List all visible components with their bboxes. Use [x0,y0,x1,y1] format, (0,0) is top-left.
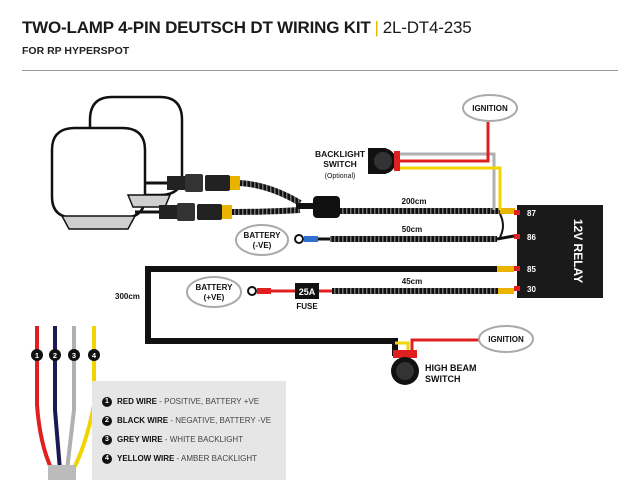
legend-number: 3 [102,435,112,445]
legend-wire-name: GREY WIRE [117,435,163,445]
high-beam-label-2: SWITCH [425,374,461,384]
svg-text:3: 3 [72,351,76,360]
wire-fanout [35,326,96,480]
loom-50cm [330,236,497,242]
svg-text:1: 1 [35,351,39,360]
part-code: 2L-DT4-235 [382,18,472,37]
loom-300cm [145,266,497,356]
battery-neg-label-1: BATTERY [244,231,282,240]
legend-wire-name: RED WIRE [117,397,157,407]
legend-item-black: 2 BLACK WIRE - NEGATIVE, BATTERY -VE [102,416,271,426]
wire-number-3: 3 [68,349,80,361]
lamp-front [50,126,147,230]
backlight-switch-label-2: SWITCH [323,159,357,169]
page-title: TWO-LAMP 4-PIN DEUTSCH DT WIRING KIT|2L-… [22,18,472,38]
length-45cm: 45cm [402,277,422,286]
legend-item-grey: 3 GREY WIRE - WHITE BACKLIGHT [102,435,243,445]
legend-description: - WHITE BACKLIGHT [162,435,244,445]
high-beam-label-1: HIGH BEAM [425,363,477,373]
yellow-highbeam-wire [395,341,410,350]
yellow-backlight-wire [398,166,502,210]
length-50cm: 50cm [402,225,422,234]
length-300cm: 300cm [115,292,140,301]
ignition-bottom-label: IGNITION [488,335,524,344]
wire-number-2: 2 [49,349,61,361]
pin-86-label: 86 [527,233,536,242]
legend-number: 1 [102,397,112,407]
deutsch-connector-upper [145,174,240,192]
battery-pos-label-1: BATTERY [196,283,234,292]
ring-terminal-pos [247,286,257,296]
legend-number: 4 [102,454,112,464]
svg-text:2: 2 [53,351,57,360]
fuse-rating: 25A [299,287,316,297]
grey-wire [398,152,496,210]
backlight-switch-label-1: BACKLIGHT [315,149,366,159]
wire-number-1: 1 [31,349,43,361]
title-separator: | [374,18,379,37]
ignition-top-label: IGNITION [472,104,508,113]
legend-item-red: 1 RED WIRE - POSITIVE, BATTERY +VE [102,397,259,407]
battery-pos: BATTERY (+VE) [186,276,242,308]
ignition-top-badge: IGNITION [462,94,518,122]
legend-description: - POSITIVE, BATTERY +VE [157,397,260,407]
legend-description: - AMBER BACKLIGHT [174,454,258,464]
fuse-label: FUSE [296,302,318,311]
loom-45cm [332,288,498,294]
backlight-switch [368,148,400,174]
pin-87-label: 87 [527,209,536,218]
relay: 12V RELAY 87 86 85 30 [517,205,603,298]
red-backlight-wire [398,154,490,163]
splice-block [313,196,340,218]
battery-pos-label-2: (+VE) [204,293,225,302]
ignition-bottom-badge: IGNITION [478,325,534,353]
backlight-optional-label: (Optional) [325,173,356,180]
harness-upper [239,180,302,206]
wire-legend: 1 RED WIRE - POSITIVE, BATTERY +VE 2 BLACK… [92,381,286,480]
relay-label: 12V RELAY [571,219,585,283]
legend-wire-name: BLACK WIRE [117,416,169,426]
wire-number-4: 4 [88,349,100,361]
pin-30-label: 30 [527,285,536,294]
legend-item-yellow: 4 YELLOW WIRE - AMBER BACKLIGHT [102,454,257,464]
header-divider [22,70,618,71]
pin-85-label: 85 [527,265,536,274]
high-beam-switch [391,350,419,385]
deutsch-connector-lower [135,203,232,221]
harness-lower [231,207,301,215]
legend-wire-name: YELLOW WIRE [117,454,175,464]
battery-neg-label-2: (-VE) [253,241,272,250]
loom-200cm [340,208,500,214]
ignition-feed-bottom [410,338,480,350]
legend-number: 2 [102,416,112,426]
svg-text:4: 4 [92,351,97,360]
ring-terminal-neg [294,234,304,244]
battery-neg: BATTERY (-VE) [235,224,289,256]
fuse: 25A FUSE [295,283,319,311]
title-text: TWO-LAMP 4-PIN DEUTSCH DT WIRING KIT [22,18,371,37]
legend-description: - NEGATIVE, BATTERY -VE [168,416,272,426]
length-200cm: 200cm [402,197,427,206]
page-subtitle: FOR RP HYPERSPOT [22,45,130,57]
